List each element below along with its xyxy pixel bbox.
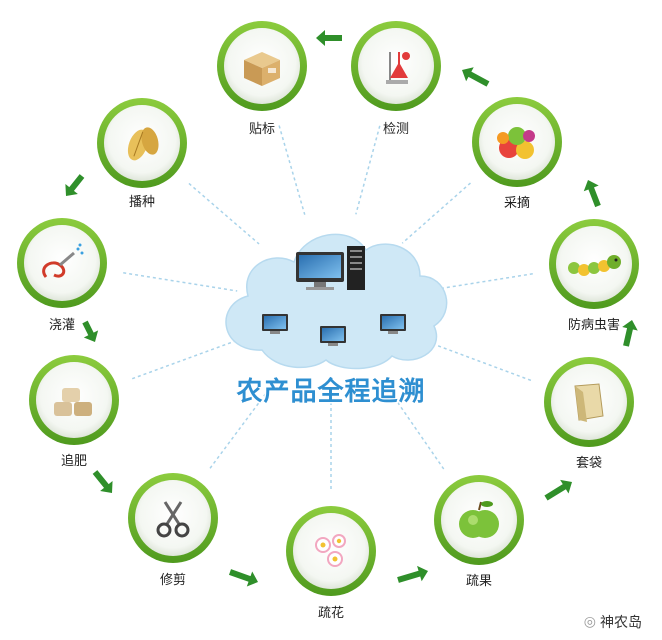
caterpillar-icon: [568, 255, 621, 276]
flow-arrow: [544, 479, 573, 501]
stage-label: 防病虫害: [568, 317, 620, 333]
cloud-shape: [225, 233, 448, 370]
stage-label: 播种: [129, 195, 155, 210]
flowers-icon: [315, 534, 346, 567]
stage-label: 贴标: [249, 122, 275, 137]
dashed-ray: [419, 338, 532, 382]
stage-circles: 贴标 检测 采摘: [17, 21, 639, 621]
cloud-server: 农产品全程追溯: [225, 233, 448, 409]
flow-arrow: [92, 470, 113, 493]
dashed-ray: [278, 125, 306, 215]
lab-flask-icon: [386, 52, 410, 84]
flow-arrow: [228, 569, 258, 587]
stage-fruit-thinning: 疏果: [434, 475, 524, 589]
flow-arrow: [316, 30, 342, 46]
flow-arrow: [65, 174, 85, 197]
stage-sowing: 播种: [97, 98, 187, 210]
stage-bagging: 套袋: [544, 357, 634, 471]
client-monitor-right-icon: [380, 314, 406, 334]
scissors-icon: [156, 501, 190, 538]
dashed-ray: [384, 383, 445, 470]
water-hose-icon: [42, 243, 84, 278]
client-monitor-left-icon: [262, 314, 288, 334]
paper-bag-icon: [574, 383, 604, 422]
server-tower-icon: [347, 246, 365, 290]
stage-label: 浇灌: [49, 318, 75, 333]
watermark: ◎ 神农岛: [584, 612, 642, 632]
stage-label: 检测: [383, 122, 409, 137]
stage-testing: 检测: [351, 21, 441, 137]
stage-pest-control: 防病虫害: [549, 219, 639, 333]
flow-arrow: [397, 565, 428, 583]
stage-label: 修剪: [160, 572, 186, 588]
stage-flower-thinning: 疏花: [286, 506, 376, 621]
seed-icon: [127, 127, 159, 161]
dashed-ray: [188, 182, 260, 245]
stage-label: 疏果: [466, 574, 492, 589]
stage-label: 套袋: [576, 455, 602, 471]
dashed-ray: [123, 272, 238, 292]
flow-arrow: [82, 320, 99, 343]
box-icon: [244, 52, 280, 86]
stage-label: 疏花: [318, 605, 344, 621]
main-monitor-icon: [296, 252, 344, 290]
flow-arrow: [583, 179, 601, 208]
stage-label: 追肥: [61, 453, 87, 469]
stage-irrigation: 浇灌: [17, 218, 107, 333]
stage-labeling: 贴标: [217, 21, 307, 137]
flow-arrow: [622, 320, 638, 347]
stage-picking: 采摘: [472, 97, 562, 211]
dashed-ray: [355, 125, 381, 215]
fruit-basket-icon: [497, 127, 535, 159]
stage-pruning: 修剪: [128, 473, 218, 588]
stage-top-dressing: 追肥: [29, 355, 119, 469]
green-apple-icon: [459, 501, 499, 538]
diagram-title: 农产品全程追溯: [235, 376, 425, 407]
watermark-text: 神农岛: [600, 615, 642, 631]
client-monitor-center-icon: [320, 326, 346, 346]
wechat-icon: ◎: [583, 614, 596, 630]
stage-label: 采摘: [504, 195, 530, 211]
dashed-ray: [401, 182, 471, 244]
fertilizer-sacks-icon: [54, 388, 92, 416]
dashed-ray: [131, 337, 243, 380]
flow-arrows: [65, 30, 638, 587]
flow-arrow: [462, 67, 490, 87]
